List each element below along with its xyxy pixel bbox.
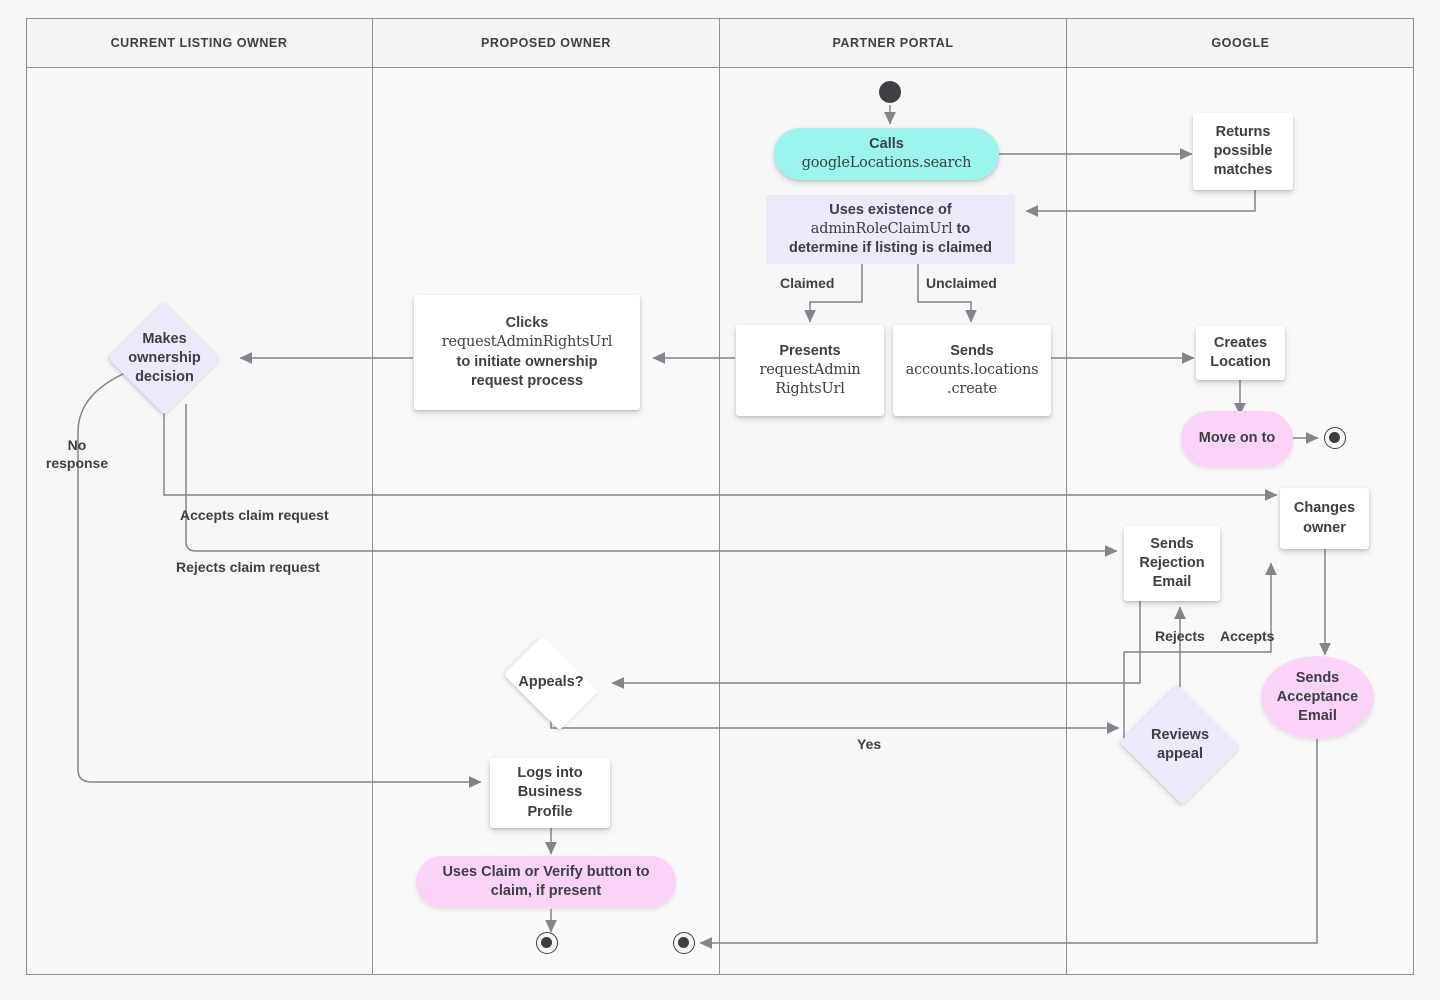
node-line-1: Returns [1215, 123, 1271, 140]
node-line-2: Rejection [1139, 554, 1205, 571]
edge-label-unclaimed: Unclaimed [926, 275, 997, 291]
node-line-3: RightsUrl [775, 381, 845, 398]
node-line-2: Acceptance [1276, 688, 1359, 705]
node-reviews-appeal[interactable]: Reviews appeal [1117, 684, 1243, 806]
node-logs-into-business-profile[interactable]: Logs into Business Profile [490, 758, 610, 828]
node-line-3: determine if listing is claimed [788, 240, 993, 257]
node-sends-rejection-email[interactable]: Sends Rejection Email [1124, 526, 1220, 601]
node-line-1: Appeals? [518, 674, 584, 691]
edge-label-yes: Yes [857, 736, 882, 752]
edge-label-accepts-claim-request: Accepts claim request [180, 507, 329, 523]
node-line-1: Sends [1295, 669, 1340, 686]
node-line-2: possible [1213, 142, 1273, 159]
node-line-3: to initiate ownership [456, 353, 598, 370]
node-line-1: Presents [779, 342, 841, 359]
edge-label-no-response: No response [45, 437, 109, 472]
diamond-text: Makes ownership decision [116, 330, 213, 388]
node-move-on-to[interactable]: Move on to [1181, 411, 1293, 467]
node-line-2: ownership [128, 349, 201, 366]
lane-label: GOOGLE [1211, 35, 1270, 50]
node-returns-possible-matches[interactable]: Returns possible matches [1193, 113, 1293, 190]
node-line-1: Sends [1150, 535, 1194, 552]
node-line-3: .create [947, 381, 997, 398]
end-terminal-google [1324, 427, 1346, 449]
node-appeals-decision[interactable]: Appeals? [495, 635, 607, 731]
node-line-2-code: adminRoleClaimUrl [810, 220, 953, 237]
node-line-3: matches [1213, 162, 1273, 179]
lane-proposed-owner: PROPOSED OWNER [373, 18, 720, 975]
edge-label-rejects: Rejects [1155, 628, 1205, 644]
node-line-3: Email [1152, 574, 1192, 591]
lane-label: PROPOSED OWNER [481, 35, 611, 50]
lane-label: PARTNER PORTAL [832, 35, 954, 50]
end-terminal-proposed-owner [536, 932, 558, 954]
node-line-1: Clicks [505, 314, 549, 331]
node-sends-accounts-locations-create[interactable]: Sends accounts.locations .create [893, 325, 1051, 416]
diamond-text: Appeals? [503, 673, 599, 692]
node-creates-location[interactable]: Creates Location [1196, 326, 1285, 380]
node-line-2: Business [517, 784, 583, 801]
node-changes-owner[interactable]: Changes owner [1280, 488, 1369, 549]
lane-header-google: GOOGLE [1067, 18, 1414, 68]
node-line-1: Calls [869, 135, 904, 152]
node-sends-acceptance-email[interactable]: Sends Acceptance Email [1261, 656, 1374, 739]
node-line-2: Location [1210, 354, 1271, 370]
node-line-2: requestAdminRightsUrl [441, 334, 613, 351]
node-line-2: claim, if present [490, 883, 602, 899]
lane-current-listing-owner: CURRENT LISTING OWNER [26, 18, 373, 975]
node-makes-ownership-decision[interactable]: Makes ownership decision [108, 302, 221, 415]
node-uses-claim-or-verify-button[interactable]: Uses Claim or Verify button to claim, if… [416, 856, 676, 908]
start-terminal [879, 81, 901, 103]
lane-header-proposed-owner: PROPOSED OWNER [373, 18, 719, 68]
node-line-3: Email [1298, 708, 1337, 725]
node-line-1: Logs into [517, 765, 583, 782]
end-terminal-partner-portal [673, 932, 695, 954]
node-line-1: Changes [1293, 500, 1356, 517]
node-line-1: Creates [1213, 334, 1268, 351]
node-line-1: Uses Claim or Verify button to [442, 863, 650, 880]
node-line-1: Makes [142, 330, 187, 347]
node-line-1: Reviews [1150, 726, 1210, 743]
node-uses-existence-of-adminroleclaimurl[interactable]: Uses existence of adminRoleClaimUrl to d… [766, 195, 1015, 264]
lane-body-proposed-owner [373, 68, 719, 975]
edge-label-claimed: Claimed [780, 275, 835, 291]
node-line-2: requestAdmin [759, 361, 861, 378]
lane-header-partner-portal: PARTNER PORTAL [720, 18, 1066, 68]
diamond-text: Reviews appeal [1125, 726, 1235, 765]
node-line-1: Move on to [1198, 430, 1276, 447]
edge-label-rejects-claim-request: Rejects claim request [176, 559, 320, 575]
node-calls-googlelocations-search[interactable]: Calls googleLocations.search [774, 128, 999, 180]
node-line-4: request process [470, 372, 584, 389]
node-line-3: Profile [527, 803, 573, 820]
node-line-2-tail: to [952, 220, 971, 237]
node-presents-requestadminrightsurl[interactable]: Presents requestAdmin RightsUrl [736, 325, 884, 416]
node-line-1: Sends [950, 342, 994, 359]
lane-label: CURRENT LISTING OWNER [110, 35, 288, 50]
node-line-3: decision [135, 369, 194, 386]
edge-label-accepts: Accepts [1220, 628, 1275, 644]
node-line-2: accounts.locations [905, 361, 1039, 378]
node-line-2: appeal [1157, 746, 1203, 762]
node-line-2: googleLocations.search [801, 155, 972, 171]
lane-header-current-listing-owner: CURRENT LISTING OWNER [26, 18, 372, 68]
node-clicks-requestadminrightsurl[interactable]: Clicks requestAdminRightsUrl to initiate… [414, 295, 640, 410]
node-line-2: owner [1303, 519, 1346, 536]
node-line-1: Uses existence of [829, 201, 952, 218]
